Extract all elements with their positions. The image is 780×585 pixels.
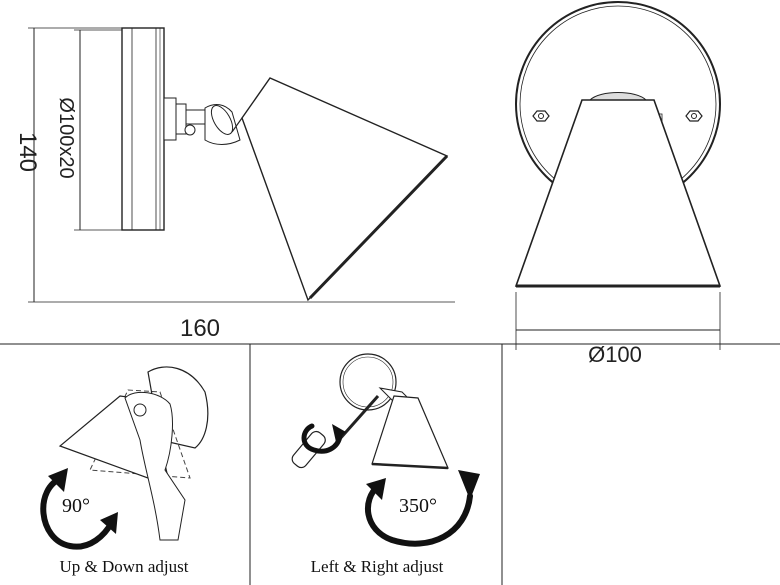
- diameter-dimension: Ø100: [515, 292, 721, 367]
- plate-diameter-label: Ø100x20: [55, 97, 77, 178]
- up-down-angle-label: 90°: [62, 495, 90, 517]
- rotate-arrow-icon: [40, 475, 115, 550]
- shade-front: [514, 99, 722, 288]
- height-label: 140: [14, 132, 41, 172]
- mounting-screw-right: [685, 110, 703, 122]
- width-dimension: 160: [0, 315, 780, 345]
- up-down-panel: 90° Up & Down adjust: [40, 366, 209, 576]
- side-view: 140 Ø100x20: [0, 27, 780, 345]
- shade-side: [231, 77, 449, 302]
- front-view: Ø100: [514, 1, 722, 367]
- swivel-joint: [163, 97, 241, 145]
- left-right-caption: Left & Right adjust: [311, 557, 444, 576]
- wall-plate: [121, 27, 165, 231]
- plate-dimension: Ø100x20: [55, 29, 122, 231]
- left-right-panel: 350° Left & Right adjust: [291, 353, 480, 576]
- mounting-screw-left: [532, 110, 550, 122]
- height-dimension: 140: [14, 27, 455, 303]
- diameter-label: Ø100: [588, 342, 642, 367]
- up-down-caption: Up & Down adjust: [60, 557, 189, 576]
- left-right-angle-label: 350°: [399, 495, 437, 517]
- panel-frame: [249, 344, 503, 585]
- large-rotate-arrow-icon: [364, 483, 473, 547]
- width-label: 160: [180, 315, 220, 342]
- shade-rotated: [371, 395, 449, 469]
- hand-icon: [124, 391, 186, 541]
- small-rotate-arrow-icon: [301, 423, 343, 454]
